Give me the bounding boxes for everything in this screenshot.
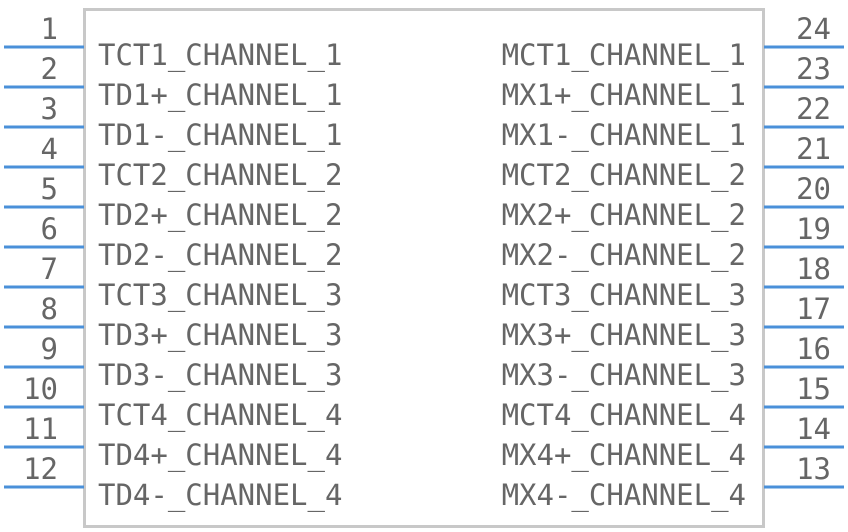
pin-label: TD1-_CHANNEL_1 xyxy=(98,118,342,153)
pin-label: MX4-_CHANNEL_4 xyxy=(502,478,746,513)
pin-label: TD2+_CHANNEL_2 xyxy=(98,198,342,233)
pin-label: MCT2_CHANNEL_2 xyxy=(502,158,746,193)
pin-label: TCT3_CHANNEL_3 xyxy=(98,278,342,313)
pin-number: 12 xyxy=(23,452,58,486)
left-pin-group: 1TCT1_CHANNEL_12TD1+_CHANNEL_13TD1-_CHAN… xyxy=(4,12,342,513)
pin-label: MCT1_CHANNEL_1 xyxy=(502,38,746,73)
pin-number: 11 xyxy=(23,412,58,446)
pin-label: MX2-_CHANNEL_2 xyxy=(502,238,746,273)
pin-label: MX1+_CHANNEL_1 xyxy=(502,78,746,113)
pin-label: TD1+_CHANNEL_1 xyxy=(98,78,342,113)
pin-number: 2 xyxy=(41,52,58,86)
pin-number: 18 xyxy=(796,252,831,286)
pin-label: TD3-_CHANNEL_3 xyxy=(98,358,342,393)
pin-number: 14 xyxy=(796,412,831,446)
pin-number: 8 xyxy=(41,292,58,326)
pin-label: TD3+_CHANNEL_3 xyxy=(98,318,342,353)
pin-label: TD2-_CHANNEL_2 xyxy=(98,238,342,273)
pin-label: MCT4_CHANNEL_4 xyxy=(502,398,746,433)
pin-number: 9 xyxy=(41,332,58,366)
pin-number: 23 xyxy=(796,52,831,86)
pin-number: 19 xyxy=(796,212,831,246)
pin-label: TD4-_CHANNEL_4 xyxy=(98,478,342,513)
pin-number: 13 xyxy=(796,452,831,486)
pin-number: 5 xyxy=(41,172,58,206)
pin-number: 22 xyxy=(796,92,831,126)
pin-number: 7 xyxy=(41,252,58,286)
pin-label: MX3+_CHANNEL_3 xyxy=(502,318,746,353)
pin-label: TD4+_CHANNEL_4 xyxy=(98,438,342,473)
pin-number: 6 xyxy=(41,212,58,246)
pin-number: 20 xyxy=(796,172,831,206)
pin-number: 15 xyxy=(796,372,831,406)
pin-number: 1 xyxy=(41,12,58,46)
component-body xyxy=(83,8,765,528)
pin-label: MX1-_CHANNEL_1 xyxy=(502,118,746,153)
pin-label: MX3-_CHANNEL_3 xyxy=(502,358,746,393)
pin-label: MX4+_CHANNEL_4 xyxy=(502,438,746,473)
pin-number: 17 xyxy=(796,292,831,326)
pin-number: 3 xyxy=(41,92,58,126)
pin-label: MCT3_CHANNEL_3 xyxy=(502,278,746,313)
pin-number: 21 xyxy=(796,132,831,166)
pin-number: 10 xyxy=(23,372,58,406)
pin-label: MX2+_CHANNEL_2 xyxy=(502,198,746,233)
pin-number: 4 xyxy=(41,132,58,166)
pin-number: 16 xyxy=(796,332,831,366)
pin-number: 24 xyxy=(796,12,831,46)
pin-label: TCT4_CHANNEL_4 xyxy=(98,398,342,433)
pin-label: TCT2_CHANNEL_2 xyxy=(98,158,342,193)
pin-label: TCT1_CHANNEL_1 xyxy=(98,38,342,73)
